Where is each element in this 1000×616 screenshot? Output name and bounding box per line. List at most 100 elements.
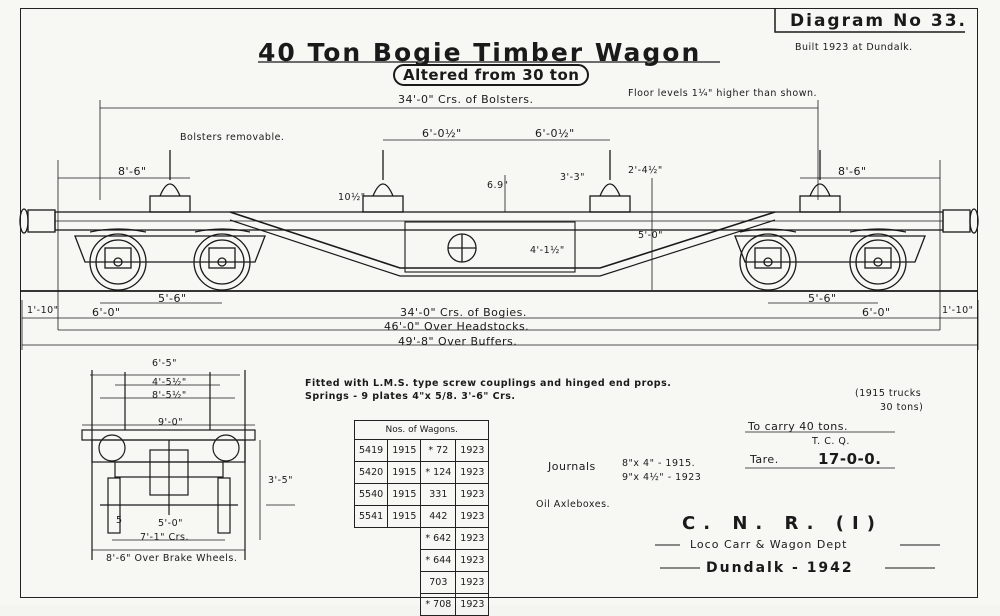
dim-bolster-spacing-right: 6'-0½" [535, 127, 575, 140]
end-elevation [81, 370, 295, 560]
table-cell: 1915 [387, 483, 422, 506]
table-header-row: Nos. of Wagons. [353, 420, 490, 440]
buffer-left [19, 208, 29, 234]
dim-end-right: 8'-6" [838, 165, 867, 178]
bolsters-removable-note: Bolsters removable. [180, 132, 285, 143]
dim-height-a: 6.9" [487, 180, 509, 191]
table-cell [355, 550, 388, 572]
dim-stanchion-height: 10½" [338, 192, 366, 203]
buffer-right [969, 208, 979, 234]
bolsters [149, 150, 841, 213]
dim-buffer-right: 1'-10" [942, 305, 974, 316]
end-width-top: 6'-5" [152, 358, 177, 369]
dim-bogie-wheelbase-left: 5'-6" [158, 292, 187, 305]
dim-buffer-left: 1'-10" [27, 305, 59, 316]
table-cell [388, 550, 421, 572]
tcq-header: T. C. Q. [812, 436, 850, 447]
end-axle-a: 5'-0" [158, 518, 183, 529]
table-cell [355, 572, 388, 594]
table-cell: 1923 [455, 571, 490, 594]
table-cell: 5419 [353, 439, 389, 462]
table-cell: 1915 [387, 461, 422, 484]
dim-bogie-centres: 34'-0" Crs. of Bogies. [400, 306, 527, 319]
centre-frame [404, 221, 576, 273]
diagram-box [774, 8, 965, 33]
bogie-right [734, 228, 926, 291]
dim-bogie-pivot-left: 6'-0" [92, 306, 121, 319]
table-cell: * 642 [420, 527, 457, 550]
table-cell: 5420 [353, 461, 389, 484]
table-cell: 1923 [455, 439, 490, 462]
journals-label: Journals [548, 460, 596, 473]
table-cell [355, 528, 388, 550]
bogie-left [74, 228, 266, 291]
dim-height-e: 4'-1½" [530, 245, 565, 256]
page-title: 40 Ton Bogie Timber Wagon [258, 38, 702, 67]
diagram-number: Diagram No 33. [790, 11, 968, 31]
dim-over-headstocks: 46'-0" Over Headstocks. [384, 320, 530, 333]
table-cell: 1923 [455, 505, 490, 528]
end-axle-b: 7'-1" Crs. [140, 532, 190, 543]
fitted-note-line2: Springs - 9 plates 4"x 5/8. 3'-6" Crs. [305, 391, 516, 402]
table-header: Nos. of Wagons. [353, 420, 490, 440]
tare-label: Tare. [750, 453, 779, 466]
table-cell [388, 528, 421, 550]
page-subtitle: Altered from 30 ton [393, 64, 590, 86]
dim-over-buffers: 49'-8" Over Buffers. [398, 335, 518, 348]
dim-bolster-spacing-left: 6'-0½" [422, 127, 462, 140]
table-cell: 1915 [387, 505, 422, 528]
trucks-note-line1: (1915 trucks [855, 388, 922, 399]
table-cell: 703 [420, 571, 457, 594]
table-cell [388, 572, 421, 594]
carry-capacity: To carry 40 tons. [748, 420, 848, 433]
fishbelly-truss [229, 211, 776, 269]
trucks-note-line2: 30 tons) [880, 402, 924, 413]
table-cell: 5541 [353, 505, 389, 528]
end-height: 3'-5" [268, 475, 293, 486]
dim-height-d: 5'-0" [638, 230, 663, 241]
railway-name: C. N. R. (I) [682, 513, 883, 534]
end-width-a: 4'-5½" [152, 377, 187, 388]
table-cell: 5540 [353, 483, 389, 506]
place-date: Dundalk - 1942 [706, 560, 854, 576]
dim-end-left: 8'-6" [118, 165, 147, 178]
table-cell: 1923 [455, 483, 490, 506]
dim-bolster-centres: 34'-0" Crs. of Bolsters. [398, 93, 534, 106]
table-cell: * 72 [420, 439, 457, 462]
table-cell: 1923 [455, 461, 490, 484]
end-brake-wheels: 8'-6" Over Brake Wheels. [106, 553, 238, 564]
table-cell: 331 [420, 483, 457, 506]
axleboxes-note: Oil Axleboxes. [536, 499, 611, 510]
table-cell: * 644 [420, 549, 457, 572]
dim-height-b: 3'-3" [560, 172, 585, 183]
fitted-note-line1: Fitted with L.M.S. type screw couplings … [305, 378, 672, 389]
floor-note: Floor levels 1¼" higher than shown. [628, 88, 818, 99]
journal-1915: 8"x 4" - 1915. [622, 458, 696, 469]
table-cell: 442 [420, 505, 457, 528]
dim-bogie-wheelbase-right: 5'-6" [808, 292, 837, 305]
department-name: Loco Carr & Wagon Dept [690, 538, 848, 551]
journal-1923: 9"x 4½" - 1923 [622, 472, 702, 483]
dim-height-c: 2'-4½" [628, 165, 663, 176]
tare-value: 17-0-0. [818, 450, 882, 468]
table-cell: 1923 [455, 549, 490, 572]
table-cell: 1915 [387, 439, 422, 462]
side-dimension-lines [21, 100, 979, 350]
end-width-b: 8'-5½" [152, 390, 187, 401]
end-journal-mark: 5 [116, 515, 123, 526]
built-note: Built 1923 at Dundalk. [795, 42, 913, 53]
table-cell: * 124 [420, 461, 457, 484]
drawing-border [20, 8, 978, 598]
dim-bogie-pivot-right: 6'-0" [862, 306, 891, 319]
side-elevation [19, 100, 979, 350]
